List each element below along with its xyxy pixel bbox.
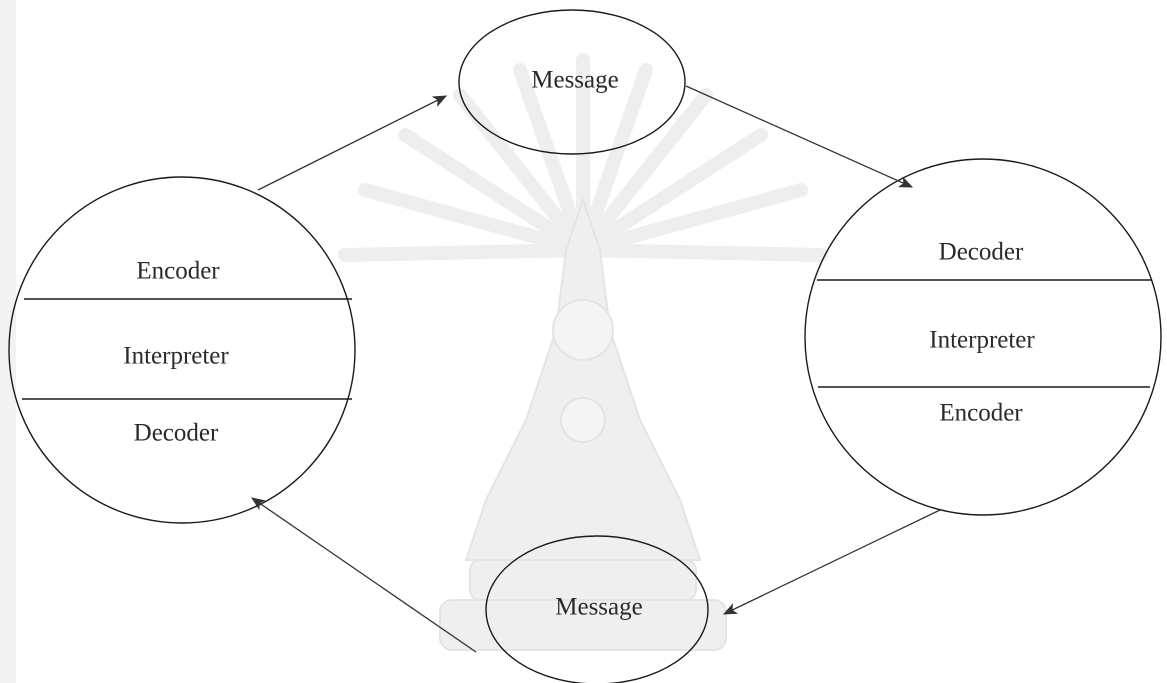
left-circle-outline	[8, 176, 356, 524]
left-encoder-label: Encoder	[136, 258, 220, 285]
top-message-node: Message	[458, 9, 686, 155]
left-interpreter-label: Interpreter	[123, 343, 229, 370]
watermark-sunburst	[338, 53, 828, 262]
arrow-right-to-bottom-message	[722, 509, 941, 615]
right-circle-outline	[804, 158, 1162, 516]
arrow-bottom-message-to-left	[251, 497, 477, 653]
bottom-message-node: Message	[485, 535, 709, 683]
right-decoder-label: Decoder	[939, 239, 1024, 266]
watermark-emblem	[439, 196, 727, 651]
right-interpreter-label: Interpreter	[929, 327, 1035, 354]
right-participant-circle: Decoder Interpreter Encoder	[804, 158, 1162, 516]
left-participant-circle: Encoder Interpreter Decoder	[8, 176, 356, 524]
left-decoder-label: Decoder	[134, 420, 219, 447]
bottom-message-label: Message	[555, 594, 642, 621]
arrow-left-to-top-message	[257, 95, 448, 191]
right-encoder-label: Encoder	[939, 400, 1023, 427]
arrow-top-message-to-right	[685, 85, 914, 188]
bottom-message-ellipse	[485, 535, 709, 683]
left-edge-shade	[0, 0, 16, 683]
top-message-label: Message	[531, 67, 618, 94]
top-message-ellipse	[458, 9, 686, 155]
